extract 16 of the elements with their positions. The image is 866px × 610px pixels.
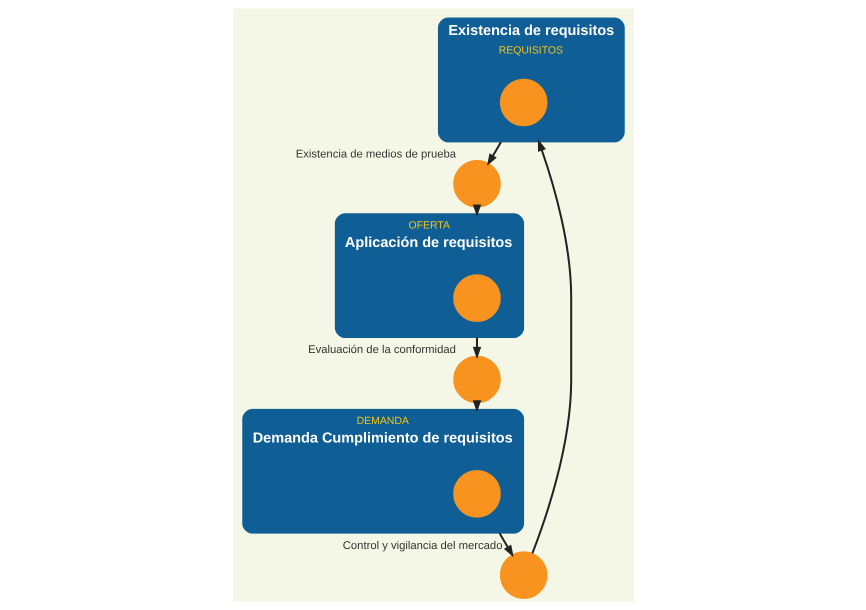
cluster: DEMANDA Demanda Cumplimiento de requisitos — [242, 408, 524, 534]
node-label: Existencia de medios de prueba — [295, 148, 456, 160]
node-label: Control y vigilancia del mercado — [342, 540, 502, 552]
arrow — [472, 400, 481, 412]
node-circle — [452, 274, 500, 322]
node-label: Evaluación de la conformidad — [308, 344, 456, 356]
node-circle — [452, 470, 500, 518]
cluster: OFERTA Aplicación de requisitos — [334, 213, 524, 338]
cluster: Existencia de requisitos REQUISITOS — [437, 18, 624, 142]
arrow — [498, 532, 514, 558]
arrow — [472, 204, 481, 217]
arrow — [472, 338, 481, 360]
arrow — [486, 141, 502, 166]
node-circle — [499, 78, 547, 126]
node-circle — [499, 551, 547, 599]
arrow — [530, 139, 572, 554]
